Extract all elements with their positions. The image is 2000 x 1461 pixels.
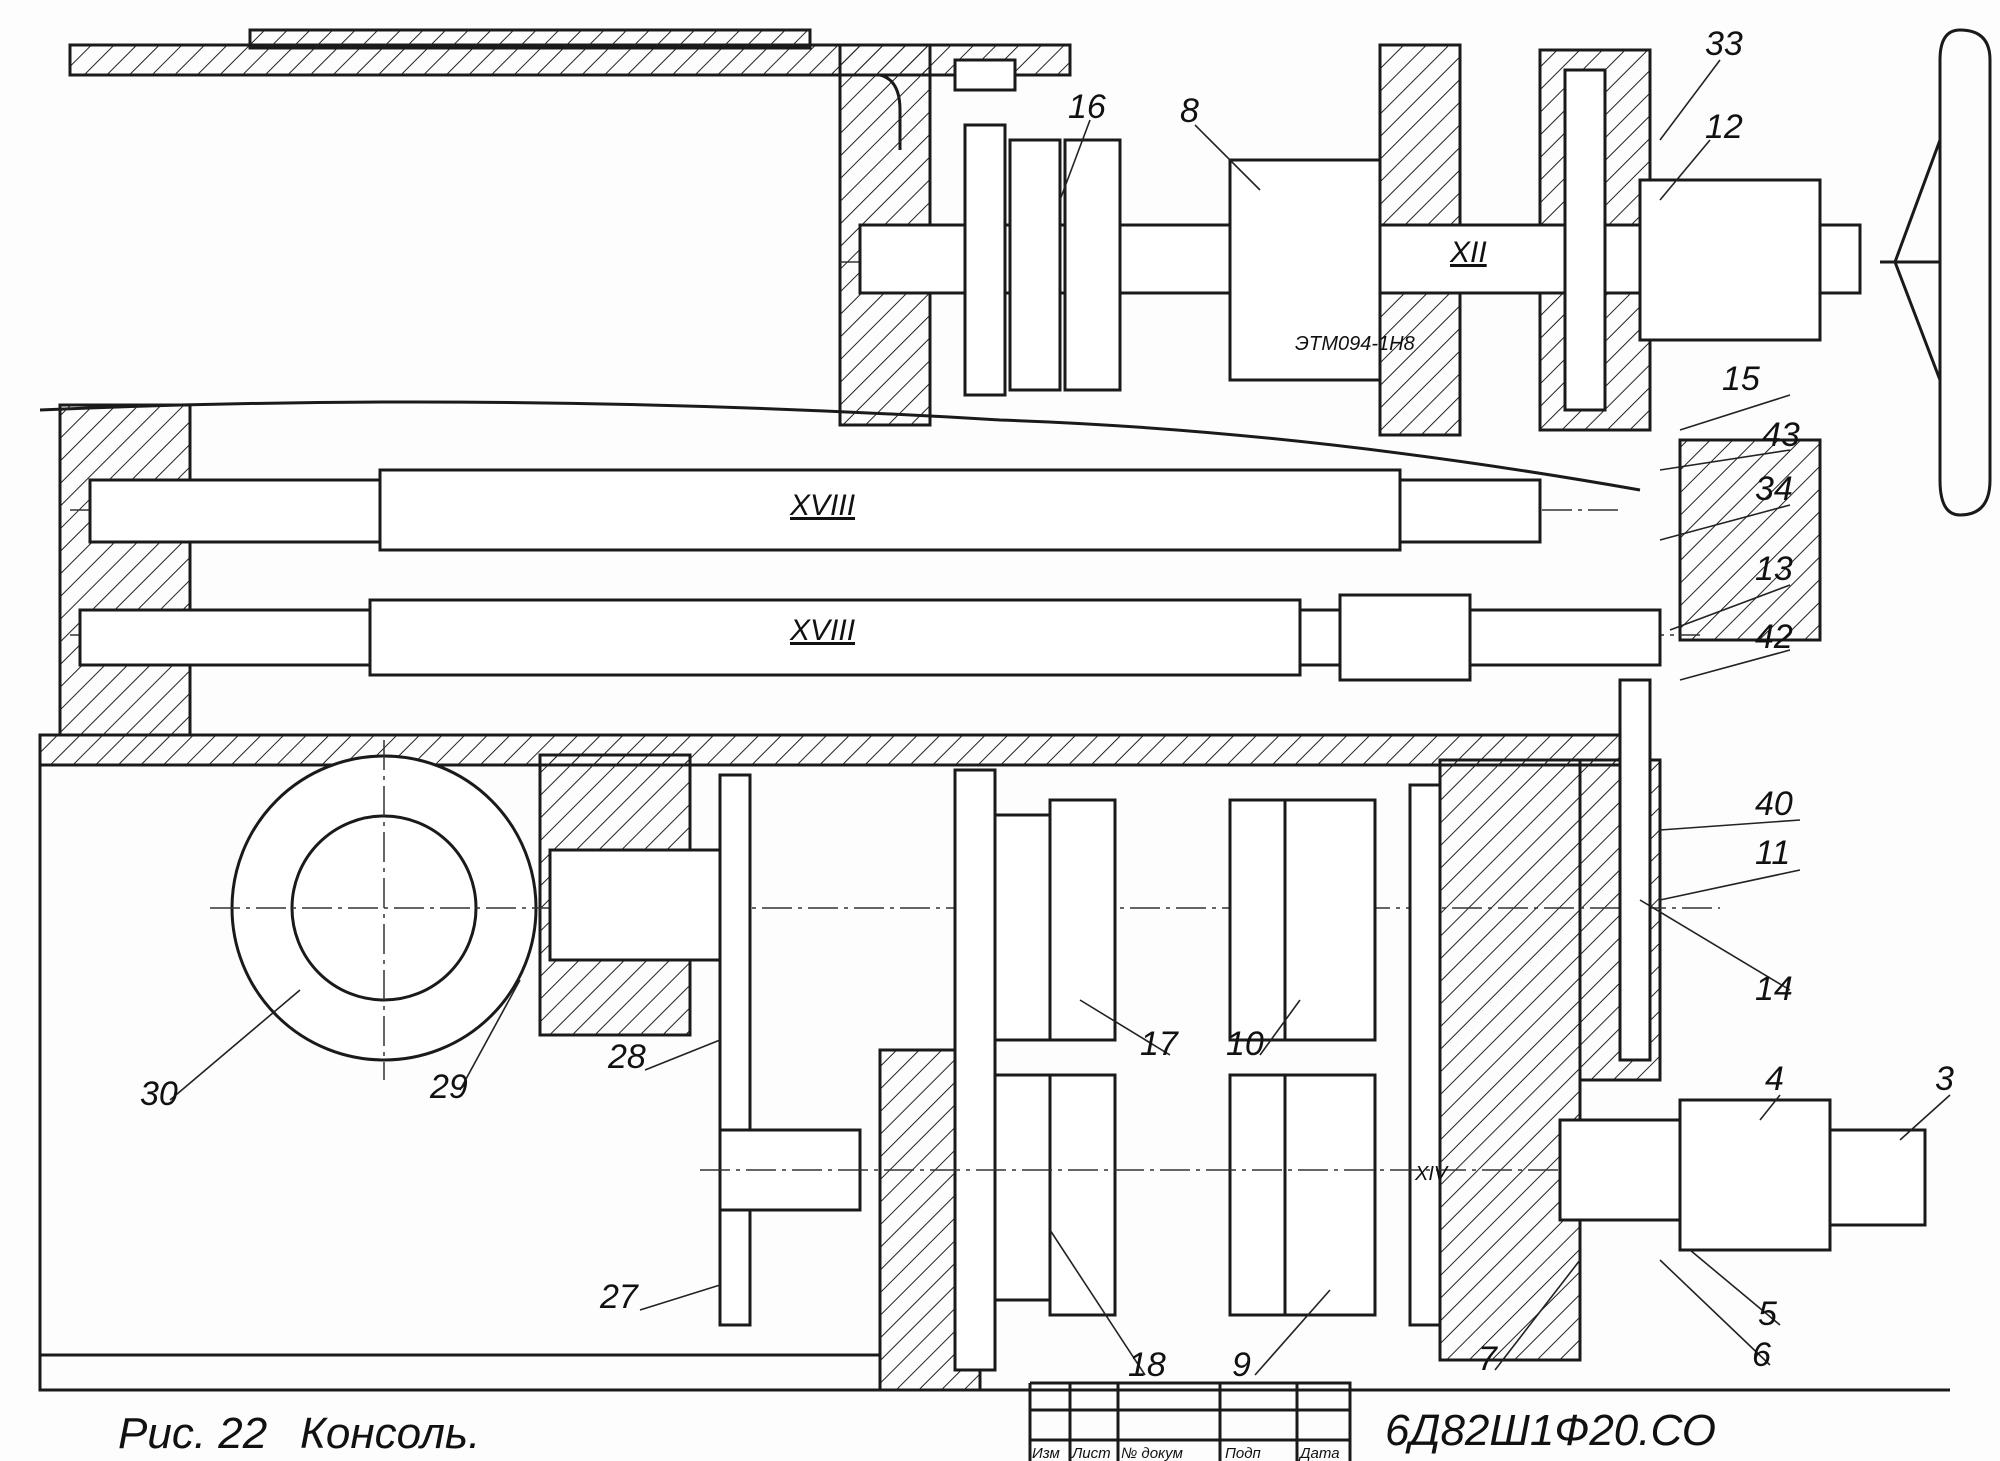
callout-8: 8 [1180,92,1199,130]
figure-number: Рис. 22 [118,1409,267,1458]
callout-6: 6 [1752,1336,1771,1374]
callout-28: 28 [607,1038,646,1076]
callout-43: 43 [1762,416,1800,454]
title-block-header-izm: Изм [1032,1445,1060,1461]
handwheel [1938,28,1992,517]
part-code-label: ЭТМ094-1Н8 [1295,333,1415,355]
callout-4: 4 [1765,1060,1784,1098]
callout-30: 30 [140,1075,178,1113]
callout-42: 42 [1755,618,1793,656]
title-block: Изм Лист № докум Подп Дата [1028,1381,1352,1461]
title-block-header-doc: № докум [1121,1445,1183,1461]
shaft-xii-assembly [840,58,1862,412]
callout-14: 14 [1755,970,1793,1008]
callout-10: 10 [1226,1025,1264,1063]
title-block-header-sign: Подп [1225,1445,1261,1461]
callout-15: 15 [1722,360,1760,398]
callout-33: 33 [1705,25,1743,63]
lower-gear-block [700,678,1927,1372]
shaft-label-xviii-upper: XVIII [789,489,855,522]
callout-29: 29 [429,1068,468,1106]
callout-12: 12 [1705,108,1743,146]
title-block-header-date: Дата [1298,1445,1340,1461]
drawing-code: 6Д82Ш1Ф20.СО [1385,1406,1716,1455]
shaft-label-xiv: XIV [1414,1163,1449,1185]
leader-lines [169,59,1951,1376]
worm-wheel [210,740,1720,1327]
callout-numbers: 33 12 16 8 15 43 34 13 42 40 11 14 17 10… [140,25,1954,1384]
callout-11: 11 [1755,834,1790,872]
figure-title: Консоль. [300,1409,480,1458]
callout-5: 5 [1758,1295,1777,1333]
callout-17: 17 [1140,1025,1179,1063]
callout-27: 27 [599,1278,639,1316]
callout-13: 13 [1755,550,1793,588]
shaft-xviii-upper [70,468,1620,552]
shaft-label-xviii-lower: XVIII [789,614,855,647]
shaft-label-xii: XII [1449,236,1487,269]
callout-40: 40 [1755,785,1793,823]
callout-9: 9 [1232,1346,1251,1384]
callout-3: 3 [1935,1060,1954,1098]
callout-16: 16 [1068,88,1106,126]
callout-34: 34 [1755,470,1793,508]
shaft-xviii-lower [70,593,1700,682]
callout-18: 18 [1128,1346,1166,1384]
callout-7: 7 [1478,1340,1498,1378]
title-block-header-list: Лист [1071,1445,1111,1461]
